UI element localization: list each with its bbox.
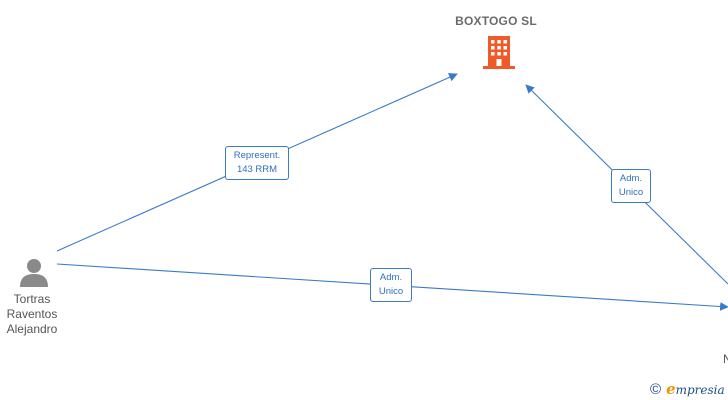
company-name[interactable]: BOXTOGO SL <box>455 14 537 28</box>
offscreen-node-label: N <box>723 352 728 366</box>
edge-label-line: Represent. <box>233 150 281 161</box>
edge-label-line: Unico <box>378 286 404 297</box>
brand-name: mpresia <box>675 383 725 397</box>
person-name-line: Tortras <box>13 292 51 306</box>
person-name-line: Alejandro <box>6 322 58 336</box>
empresia-watermark: © empresia <box>650 378 725 400</box>
copyright-icon: © <box>650 380 662 398</box>
person-name[interactable]: Tortras Raventos Alejandro <box>0 292 64 337</box>
edge-label-line: Adm. <box>619 173 643 184</box>
person-icon[interactable] <box>20 259 48 287</box>
edge-label-represent: Represent. 143 RRM <box>225 146 289 180</box>
edge-label-line: 143 RRM <box>236 164 278 175</box>
edge-label-adm-unico-bottom: Adm. Unico <box>370 268 412 302</box>
empresia-logo: empresia <box>666 380 725 398</box>
edge-label-line: Adm. <box>379 272 403 283</box>
building-icon[interactable] <box>483 36 515 69</box>
edge-label-adm-unico-right: Adm. Unico <box>611 169 651 203</box>
edge-label-line: Unico <box>618 187 644 198</box>
person-name-line: Raventos <box>6 307 58 321</box>
brand-initial: e <box>666 380 676 398</box>
